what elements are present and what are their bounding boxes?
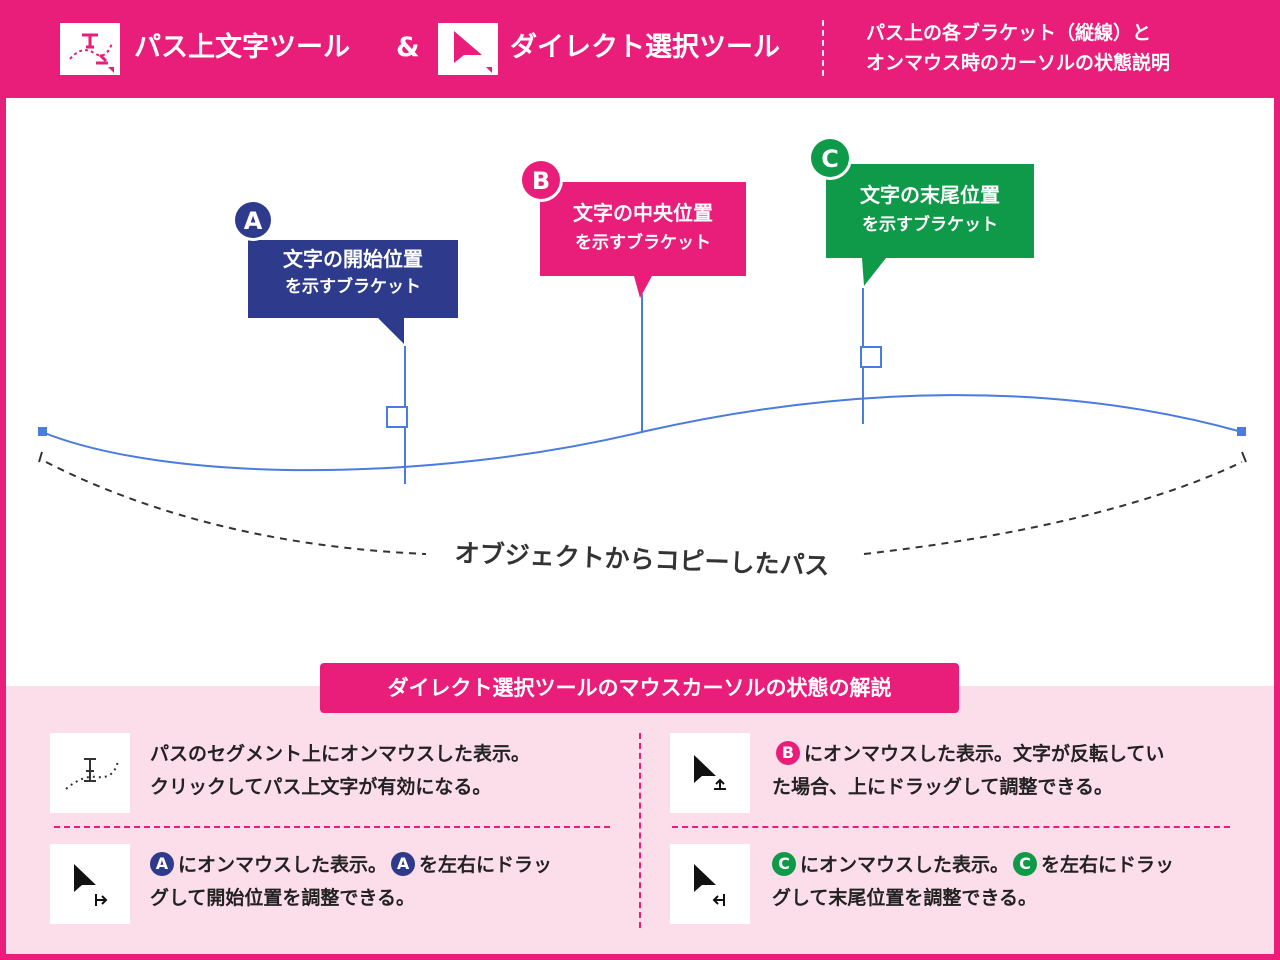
path-label: オブジェクトからコピーしたパス bbox=[454, 538, 830, 580]
callout-b-line1: 文字の中央位置 bbox=[573, 201, 713, 225]
legend-item-1-line2: クリックしてパス上文字が有効になる。 bbox=[150, 776, 492, 798]
text-path bbox=[41, 394, 1243, 472]
header-divider bbox=[822, 20, 824, 76]
legend-separator-vertical bbox=[639, 733, 641, 928]
legend-separator-left bbox=[54, 826, 610, 828]
callout-c: C 文字の末尾位置 を示すブラケット bbox=[808, 136, 1034, 286]
cursor-bracket-b-icon bbox=[670, 733, 750, 813]
legend-item-4-mid: にオンマウスした表示。 bbox=[800, 854, 1010, 876]
callout-a-badge: A bbox=[244, 207, 263, 235]
badge-a-2: A bbox=[391, 852, 416, 876]
tool1-title: パス上文字ツール bbox=[134, 32, 350, 63]
legend-item-3-end: を左右にドラッ bbox=[419, 854, 553, 876]
callout-a-line1: 文字の開始位置 bbox=[283, 247, 423, 271]
callout-c-badge: C bbox=[821, 145, 839, 173]
callout-a-line2: を示すブラケット bbox=[285, 276, 421, 297]
badge-c-1: C bbox=[772, 852, 796, 876]
type-on-path-tool-icon bbox=[60, 23, 120, 75]
callout-b-badge: B bbox=[532, 167, 550, 195]
badge-c-2: C bbox=[1013, 852, 1038, 876]
header-desc-line2: オンマウス時のカーソルの状態説明 bbox=[866, 52, 1171, 74]
diagram-svg: オブジェクトからコピーしたパス A 文字の開始位置 を示すブラケット B 文字の… bbox=[38, 136, 1247, 581]
legend-title: ダイレクト選択ツールのマウスカーソルの状態の解説 bbox=[320, 663, 959, 713]
ampersand: & bbox=[396, 32, 420, 63]
callout-c-line1: 文字の末尾位置 bbox=[860, 183, 1000, 207]
legend-item-3-line2: グして開始位置を調整できる。 bbox=[150, 887, 416, 909]
copied-path-end-left bbox=[38, 451, 43, 463]
header-desc-line1: パス上の各ブラケット（縦線）と bbox=[866, 22, 1152, 44]
legend-item-2-line2: た場合、上にドラッグして調整できる。 bbox=[772, 776, 1114, 798]
badge-a-1: A bbox=[150, 852, 174, 876]
cursor-bracket-c-icon bbox=[670, 844, 750, 924]
direct-selection-tool-icon bbox=[438, 23, 498, 75]
legend-separator-right bbox=[672, 826, 1230, 828]
cursor-segment-icon bbox=[50, 733, 130, 813]
legend-item-3-mid: にオンマウスした表示。 bbox=[178, 854, 388, 876]
callout-b-line2: を示すブラケット bbox=[575, 232, 711, 253]
legend-item-4-end: を左右にドラッ bbox=[1041, 854, 1175, 876]
bracket-c-handle[interactable] bbox=[860, 346, 882, 368]
path-anchor-left[interactable] bbox=[38, 427, 47, 436]
header: パス上文字ツール & ダイレクト選択ツール パス上の各ブラケット（縦線）と オン… bbox=[0, 0, 1280, 98]
legend-item-4-line2: グして末尾位置を調整できる。 bbox=[772, 887, 1038, 909]
tool2-title: ダイレクト選択ツール bbox=[510, 32, 780, 63]
diagram-canvas: オブジェクトからコピーしたパス A 文字の開始位置 を示すブラケット B 文字の… bbox=[6, 98, 1274, 686]
copied-path-left bbox=[45, 461, 427, 555]
cursor-bracket-a-icon bbox=[50, 844, 130, 924]
callout-c-line2: を示すブラケット bbox=[862, 214, 998, 235]
legend-item-2-text: にオンマウスした表示。文字が反転してい bbox=[804, 743, 1165, 765]
badge-b: B bbox=[776, 741, 800, 765]
callout-a: A 文字の開始位置 を示すブラケット bbox=[232, 199, 458, 344]
copied-path-right bbox=[863, 461, 1243, 555]
copied-path-end-right bbox=[1241, 451, 1247, 463]
bracket-a-handle[interactable] bbox=[386, 406, 408, 428]
callout-b: B 文字の中央位置 を示すブラケット bbox=[519, 158, 746, 298]
legend-item-1-line1: パスのセグメント上にオンマウスした表示。 bbox=[150, 743, 531, 765]
path-anchor-right[interactable] bbox=[1237, 427, 1246, 436]
